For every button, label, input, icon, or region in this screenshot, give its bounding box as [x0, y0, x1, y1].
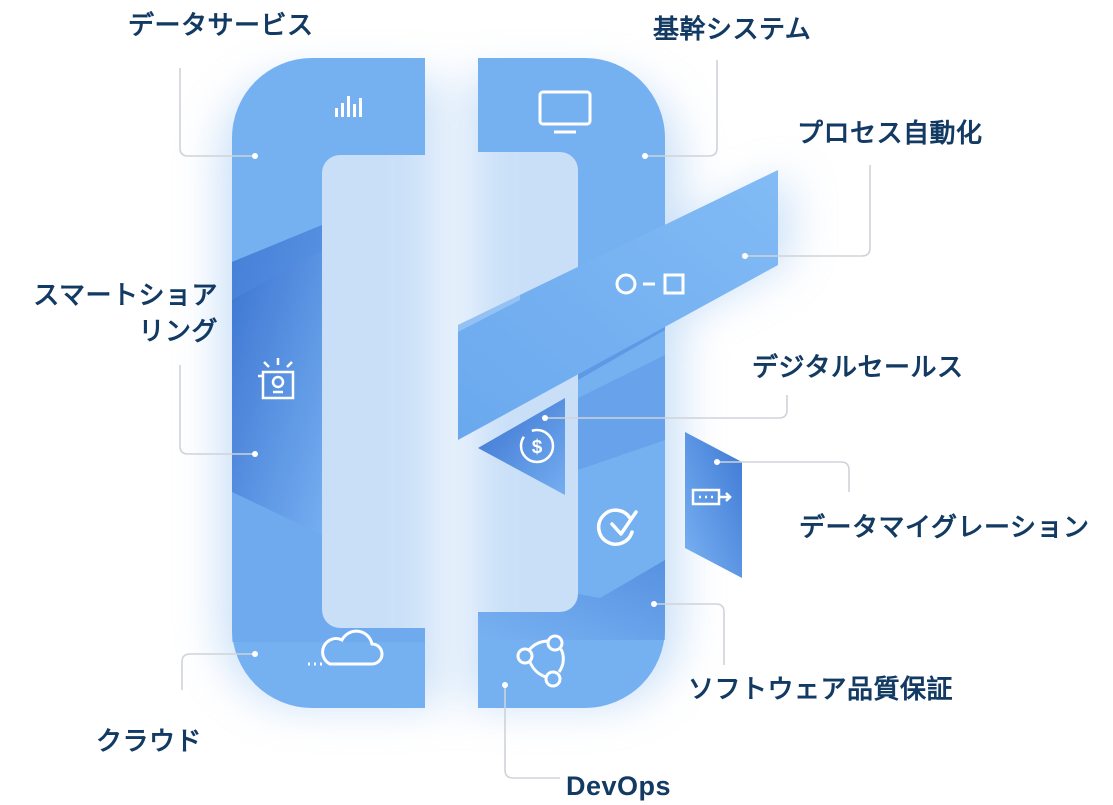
- label-smart-sharing: スマートショア リング: [8, 278, 218, 350]
- label-smart-sharing-line1: スマートショア: [33, 281, 218, 311]
- checkmark-circle-icon: [596, 508, 638, 546]
- label-core-systems: 基幹システム: [653, 15, 812, 45]
- label-data-services: データサービス: [128, 11, 314, 41]
- data-transfer-icon: [691, 488, 732, 506]
- label-devops: DevOps: [566, 771, 672, 801]
- bar-chart-icon: [335, 96, 362, 117]
- label-smart-sharing-line2: リング: [138, 317, 218, 347]
- diagonal-band: [458, 170, 778, 440]
- label-process-automation: プロセス自動化: [797, 119, 983, 149]
- dollar-coin-icon: $: [519, 428, 555, 464]
- leader-lines: [179, 60, 871, 779]
- connected-nodes-icon: [516, 634, 565, 688]
- leader-dots: [252, 153, 748, 688]
- svg-text:$: $: [532, 437, 543, 458]
- label-digital-sales: デジタルセールス: [752, 353, 964, 383]
- lightbulb-frame-icon: [258, 358, 295, 400]
- label-cloud: クラウド: [96, 727, 203, 757]
- label-software-qa: ソフトウェア品質保証: [688, 675, 954, 705]
- cloud-icon: [308, 629, 384, 666]
- label-data-migration: データマイグレーション: [799, 513, 1090, 543]
- monitor-icon: [538, 90, 592, 134]
- left-bracket: [232, 58, 425, 708]
- circle-square-workflow-icon: [615, 273, 685, 295]
